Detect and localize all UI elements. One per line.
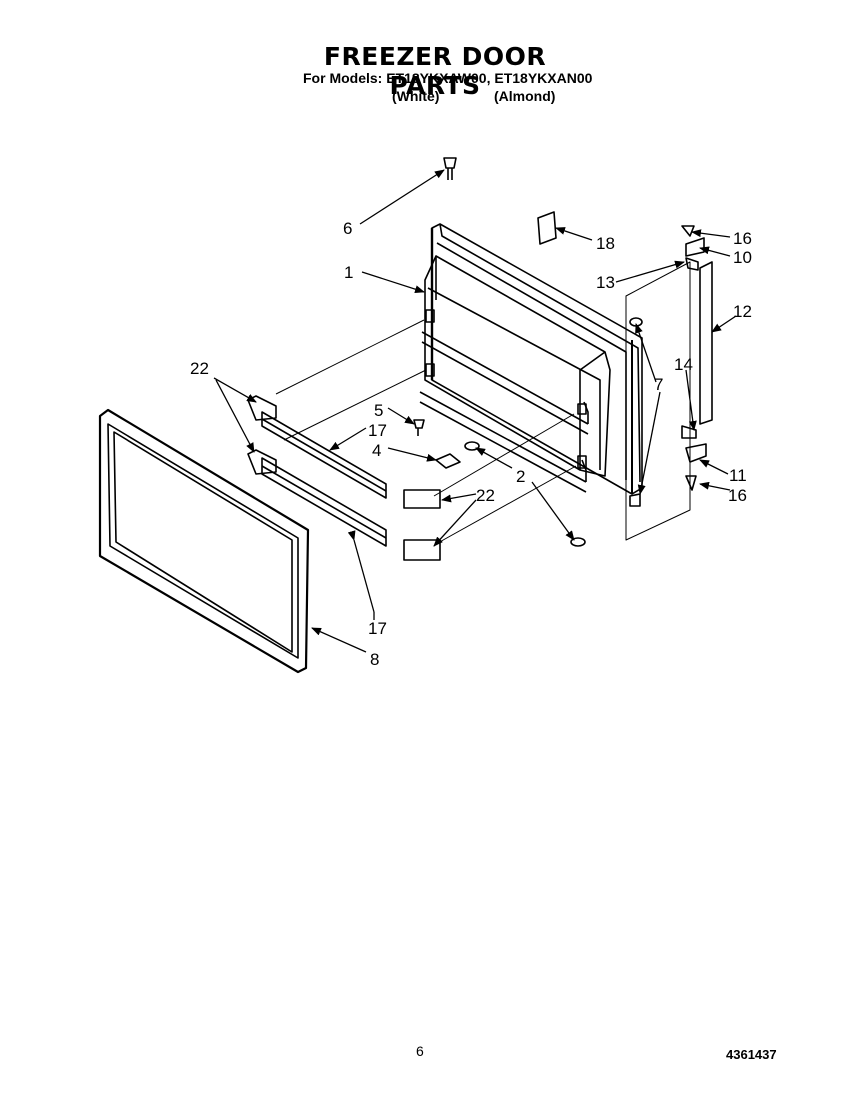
callout-2: 2	[516, 467, 525, 486]
document-number: 4361437	[726, 1047, 777, 1062]
hinge-assembly	[625, 225, 713, 541]
callout-17-lower: 17	[368, 619, 387, 638]
callout-18: 18	[596, 234, 615, 253]
page-title: FREEZER DOOR PARTS	[323, 42, 547, 100]
label-plate	[537, 211, 557, 245]
color-white-label: (White)	[392, 88, 440, 104]
callout-4: 4	[372, 441, 381, 460]
callout-22-right: 22	[476, 486, 495, 505]
door-outer-panel	[430, 223, 643, 495]
callout-10: 10	[733, 248, 752, 267]
door-shelf-bars	[419, 309, 589, 493]
callout-14: 14	[674, 355, 693, 374]
door-inner-liner	[424, 255, 611, 477]
color-almond-label: (Almond)	[494, 88, 556, 104]
leader-lines	[213, 169, 737, 653]
callout-1: 1	[344, 263, 353, 282]
callout-6: 6	[343, 219, 352, 238]
door-gasket	[98, 408, 310, 674]
callout-13: 13	[596, 273, 615, 292]
callout-16-bottom: 16	[728, 486, 747, 505]
assembly-guide-lines	[275, 319, 577, 545]
callout-16-top: 16	[733, 229, 752, 248]
model-numbers: For Models: ET18YKXAW00, ET18YKXAN00	[303, 70, 593, 86]
small-parts	[413, 157, 643, 547]
rail-17-upper	[247, 395, 441, 509]
rail-17-lower	[247, 449, 441, 561]
callout-22-left: 22	[190, 359, 209, 378]
callout-11: 11	[729, 466, 747, 485]
callout-8: 8	[370, 650, 379, 669]
callout-7: 7	[654, 375, 663, 394]
callout-5: 5	[374, 401, 383, 420]
callout-12: 12	[733, 302, 752, 321]
callout-17-upper: 17	[368, 421, 387, 440]
page-number: 6	[416, 1043, 424, 1059]
